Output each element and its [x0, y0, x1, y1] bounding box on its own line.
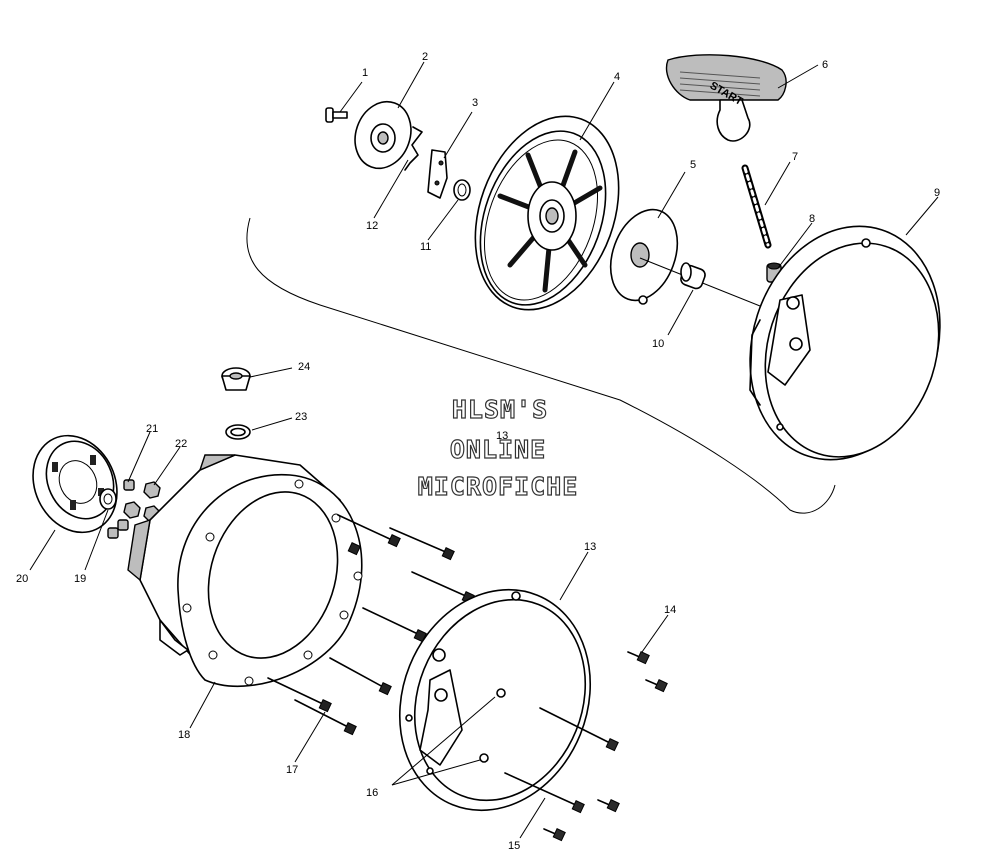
watermark-line-2: ONLINE: [450, 435, 546, 464]
part-20-cover: [32, 434, 118, 534]
part-23-o-ring: [225, 424, 251, 440]
part-24-plug: [221, 367, 251, 391]
part-15-long-bolts: [504, 707, 619, 814]
part-19-gasket: [99, 488, 117, 510]
part-7-rope: [741, 164, 772, 249]
part-5-washer: [609, 208, 679, 305]
part-3-pawl: [427, 149, 448, 199]
watermark-line-1: HLSM'S: [452, 395, 548, 424]
callout-15: 15: [508, 840, 520, 852]
callout-21: 21: [146, 423, 158, 435]
leader-lines: [29, 61, 939, 839]
callout-6: 6: [822, 59, 828, 71]
part-6-start-handle: START: [665, 54, 787, 142]
part-9-starter-housing: [749, 225, 941, 461]
callout-7: 7: [792, 151, 798, 163]
callout-11: 11: [420, 241, 431, 253]
callout-16: 16: [366, 787, 378, 799]
assembly-group-boundary: [246, 217, 836, 514]
callout-17: 17: [286, 764, 298, 776]
callout-13: 13: [584, 541, 596, 553]
callout-20: 20: [16, 573, 28, 585]
callout-8: 8: [809, 213, 815, 225]
callout-23: 23: [295, 411, 307, 423]
part-1-screw: [325, 107, 348, 123]
callout-labels: 1 2 3 4 5 6 7 8 9 10 11 12 24 23 21 22 2…: [16, 51, 940, 852]
part-11-clip: [453, 179, 471, 201]
callout-22: 22: [175, 438, 187, 450]
callout-1: 1: [362, 67, 368, 79]
part-14-short-bolts: [543, 651, 668, 842]
part-2-friction-plate: [354, 100, 412, 170]
callout-19: 19: [74, 573, 86, 585]
callout-2: 2: [422, 51, 428, 63]
callout-13-overlay: 13: [496, 430, 508, 442]
callout-4: 4: [614, 71, 620, 83]
part-10-bushing: [639, 257, 766, 309]
part-13-blower-cover: [398, 588, 592, 812]
watermark: HLSM'S 13 ONLINE MICROFICHE: [417, 394, 579, 501]
callout-12: 12: [366, 220, 378, 232]
callout-9: 9: [934, 187, 940, 199]
callout-10: 10: [652, 338, 664, 350]
callout-3: 3: [472, 97, 478, 109]
callout-14: 14: [664, 604, 676, 616]
part-12-spring: [404, 126, 423, 171]
part-4-pulley: [474, 115, 620, 311]
callout-24: 24: [298, 361, 310, 373]
callout-18: 18: [178, 729, 190, 741]
part-18-fan-housing: [127, 454, 363, 688]
watermark-line-3: MICROFICHE: [418, 472, 579, 501]
callout-5: 5: [690, 159, 696, 171]
part-17-long-bolts: [267, 514, 475, 736]
